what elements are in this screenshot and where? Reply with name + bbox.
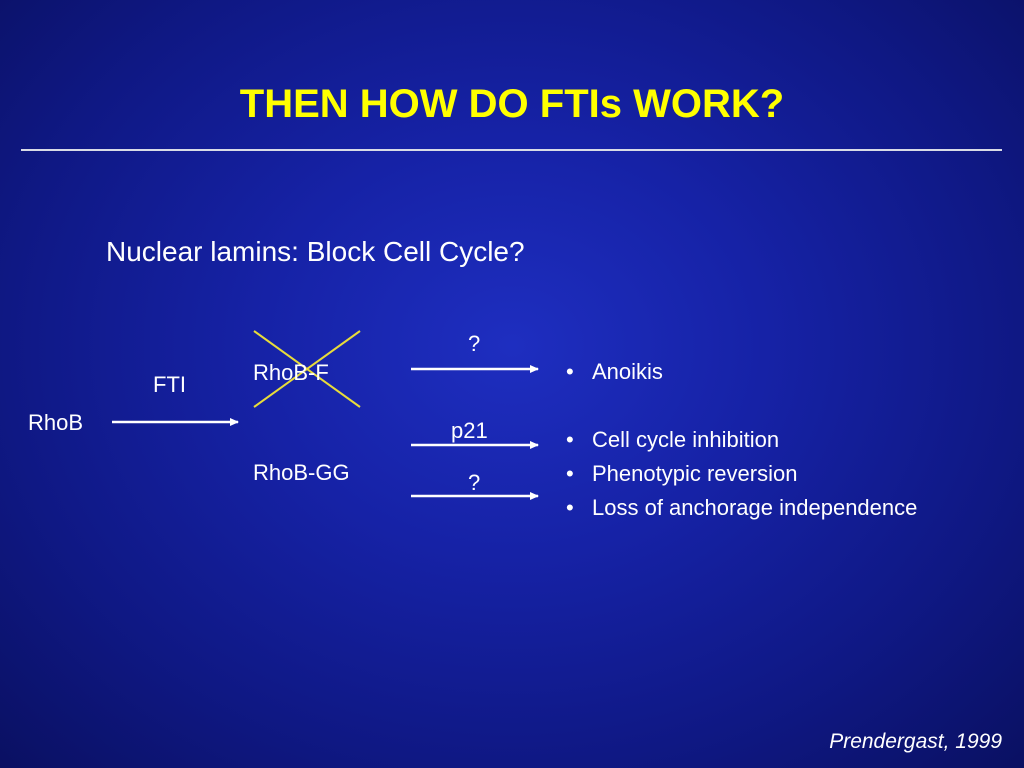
slide-title: THEN HOW DO FTIs WORK? [239,82,785,126]
outcome-text: Anoikis [592,359,663,384]
outcome-item: • Anoikis [566,359,663,385]
bullet-icon: • [566,495,574,520]
rhob-label: RhoB [28,410,84,435]
outcome-item: • Phenotypic reversion [566,461,797,487]
rhob-gg-label: RhoB-GG [253,460,350,485]
p21-label: p21 [451,418,488,443]
outcome-text: Phenotypic reversion [592,461,798,486]
slide-subtitle: Nuclear lamins: Block Cell Cycle? [106,236,525,267]
fti-label: FTI [153,372,186,397]
citation: Prendergast, 1999 [829,730,1002,753]
bullet-icon: • [566,427,574,452]
rhob-f-label: RhoB-F [253,360,329,385]
cross-line-b [253,330,361,408]
bullet-icon: • [566,359,574,384]
unknown-mechanism-top-label: ? [468,331,481,356]
unknown-mechanism-bottom-label: ? [468,470,481,495]
outcome-item: • Cell cycle inhibition [566,427,779,453]
bullet-icon: • [566,461,574,486]
outcome-item: • Loss of anchorage independence [566,495,917,521]
title-divider [21,149,1002,151]
outcome-text: Cell cycle inhibition [592,427,780,452]
outcome-text: Loss of anchorage independence [592,495,918,520]
